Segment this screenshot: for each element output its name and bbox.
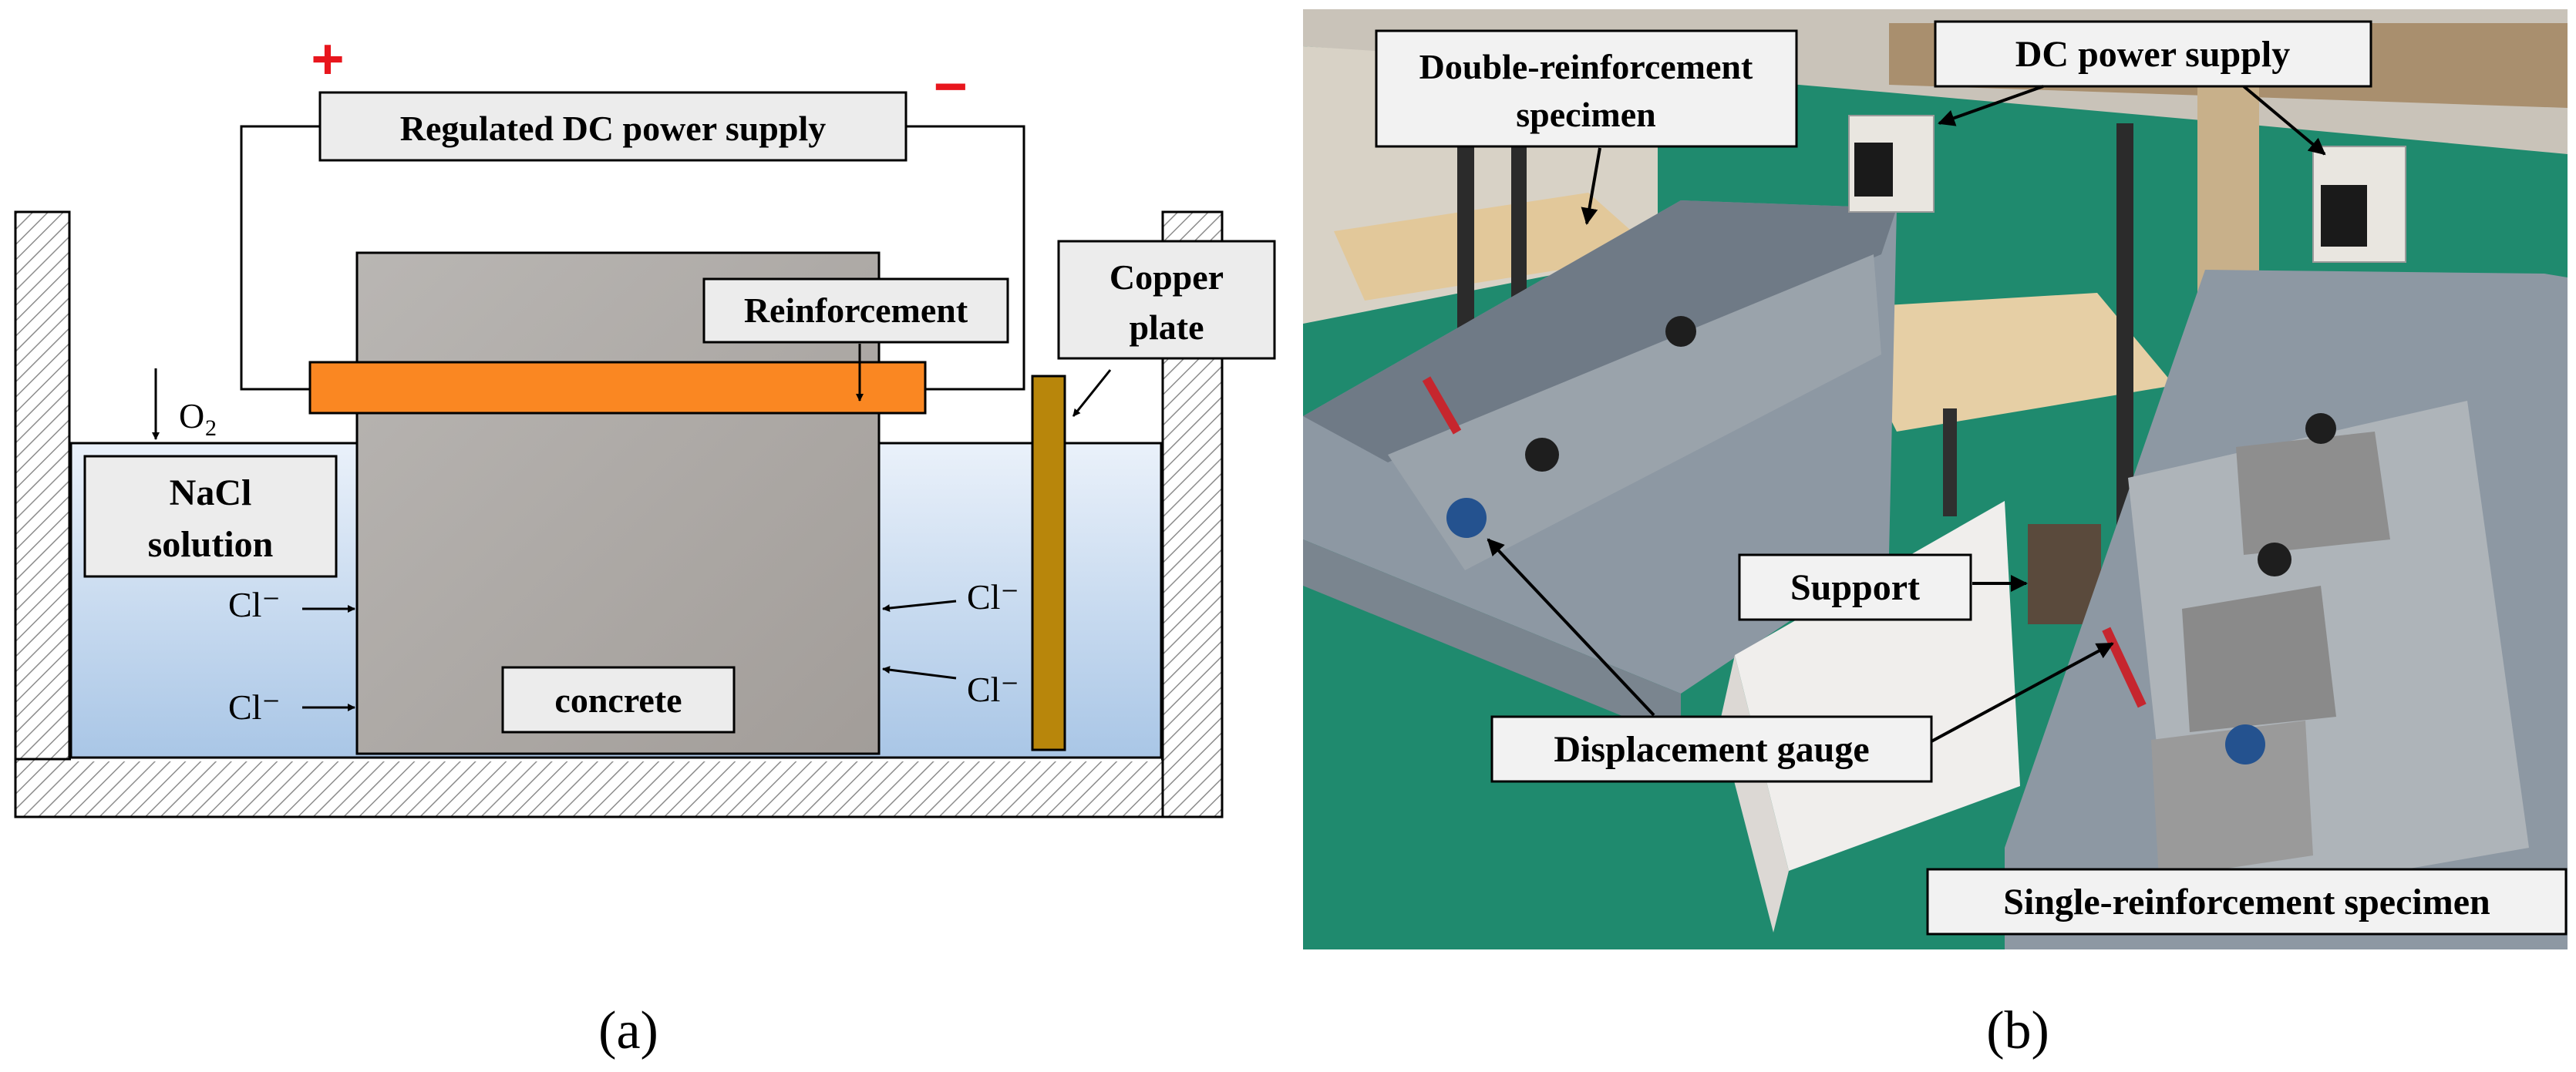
svg-text:2: 2	[205, 415, 217, 441]
copper-plate	[1031, 375, 1066, 751]
chloride-left-lower: Cl⁻	[228, 687, 281, 727]
svg-text:Copper: Copper	[1110, 257, 1224, 297]
single-reinforcement-bin	[2005, 270, 2568, 949]
svg-text:O: O	[179, 396, 204, 435]
chloride-left-upper: Cl⁻	[228, 585, 281, 624]
svg-text:solution: solution	[148, 524, 274, 565]
svg-text:Regulated DC power supply: Regulated DC power supply	[400, 109, 827, 148]
dc-power-supply-units	[1848, 115, 2406, 263]
chloride-ion-labels: Cl⁻ Cl⁻ Cl⁻ Cl⁻	[228, 577, 1019, 727]
positive-terminal-sign: +	[311, 27, 344, 91]
chloride-right-lower: Cl⁻	[967, 670, 1019, 709]
svg-text:plate: plate	[1129, 307, 1204, 347]
displacement-gauge-label: Displacement gauge	[1487, 538, 2114, 783]
svg-text:Support: Support	[1790, 567, 1920, 608]
copper-plate-label: Copper plate	[1057, 240, 1276, 417]
svg-text:NaCl: NaCl	[170, 472, 252, 513]
panel-b-photo: Double-reinforcement specimen DC power s…	[1303, 9, 2568, 1060]
chloride-right-upper: Cl⁻	[967, 577, 1019, 617]
concrete-label: concrete	[501, 666, 736, 734]
double-reinforcement-specimen-label: Double-reinforcement specimen	[1375, 29, 1798, 225]
caption-b: (b)	[1986, 1001, 2049, 1060]
nacl-solution-label: NaCl solution	[83, 455, 338, 578]
negative-terminal-sign: −	[934, 54, 968, 119]
support-label: Support	[1738, 553, 2028, 621]
dc-power-supply-label: DC power supply	[1934, 20, 2372, 156]
panel-a-schematic: Regulated DC power supply + − Reinforcem…	[14, 27, 1276, 1060]
svg-text:Single-reinforcement specimen: Single-reinforcement specimen	[2003, 882, 2490, 922]
svg-text:concrete: concrete	[554, 681, 682, 720]
caption-a: (a)	[598, 1001, 658, 1060]
circuit-wires	[240, 125, 1025, 391]
svg-text:DC power supply: DC power supply	[2015, 34, 2291, 75]
oxygen-label: O 2	[152, 368, 217, 441]
svg-text:Displacement gauge: Displacement gauge	[1554, 729, 1869, 770]
reinforcement-label: Reinforcement	[702, 277, 1009, 402]
svg-text:Double-reinforcement: Double-reinforcement	[1419, 47, 1753, 86]
reinforcement-bar	[308, 361, 927, 415]
power-supply-label: Regulated DC power supply	[318, 91, 907, 162]
tank-walls	[14, 210, 1224, 818]
svg-text:Reinforcement: Reinforcement	[744, 291, 968, 330]
svg-text:specimen: specimen	[1516, 95, 1655, 134]
single-reinforcement-specimen-label: Single-reinforcement specimen	[1926, 868, 2568, 936]
